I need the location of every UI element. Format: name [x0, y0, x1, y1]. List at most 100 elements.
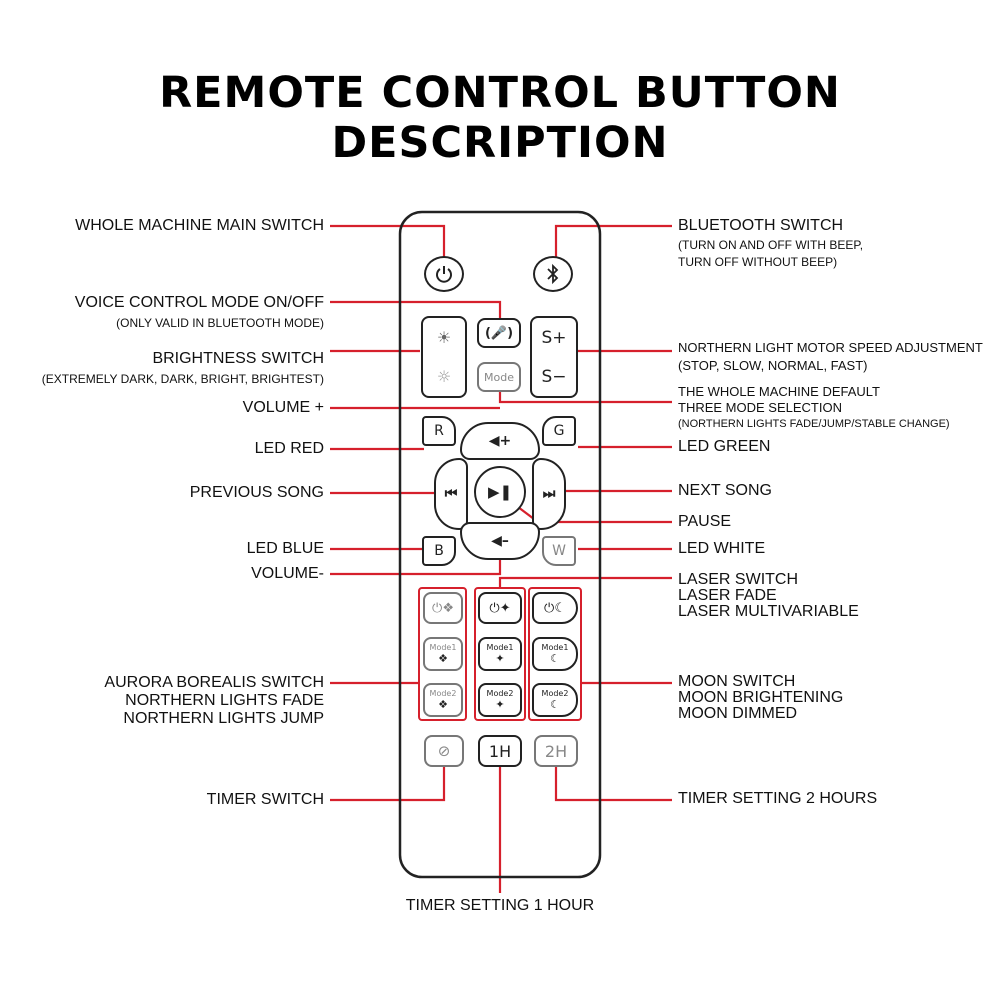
moon-mode1-label: Mode1	[541, 643, 569, 652]
label-led-red: LED RED	[254, 440, 324, 457]
label-motor-speed-note: (STOP, SLOW, NORMAL, FAST)	[678, 358, 868, 373]
led-blue-button[interactable]: B	[422, 536, 456, 566]
timer-off-button[interactable]: ⊘	[424, 735, 464, 767]
moon-switch-button[interactable]: ⏻☾	[532, 592, 578, 624]
volume-down-button[interactable]: ◀–	[460, 522, 540, 560]
moon-mode1-button[interactable]: Mode1 ☾	[532, 637, 578, 671]
led-green-label: G	[553, 423, 565, 439]
label-led-blue: LED BLUE	[246, 540, 324, 557]
diagram-title: REMOTE CONTROL BUTTON DESCRIPTION	[159, 68, 841, 168]
bluetooth-button[interactable]	[533, 256, 573, 292]
label-bluetooth-note-1: (TURN ON AND OFF WITH BEEP,	[678, 238, 864, 252]
label-default-mode-note: (NORTHERN LIGHTS FADE/JUMP/STABLE CHANGE…	[678, 418, 950, 430]
laser-mode2-label: Mode2	[486, 689, 514, 698]
label-next-song: NEXT SONG	[678, 482, 772, 499]
label-moon-switch: MOON SWITCH	[678, 673, 796, 690]
moon-mode2-label: Mode2	[541, 689, 569, 698]
microphone-icon: (🎤)	[484, 325, 514, 341]
speed-adjust-button[interactable]: S+ S−	[530, 316, 578, 398]
led-blue-label: B	[434, 543, 444, 559]
label-timer-switch: TIMER SWITCH	[206, 791, 324, 808]
timer-1h-button[interactable]: 1H	[478, 735, 522, 767]
volume-up-button[interactable]: ◀+	[460, 422, 540, 460]
timer-off-icon: ⊘	[437, 742, 451, 760]
label-laser-switch: LASER SWITCH	[678, 571, 799, 588]
label-led-white: LED WHITE	[678, 540, 766, 557]
moon-mode2-button[interactable]: Mode2 ☾	[532, 683, 578, 717]
mode-button[interactable]: Mode	[477, 362, 521, 392]
line-timer-2h	[554, 767, 672, 802]
bluetooth-icon	[547, 263, 559, 285]
laser-mode1-label: Mode1	[486, 643, 514, 652]
aurora-icon: ❖	[438, 652, 448, 665]
laser-star-icon: ✦	[495, 652, 505, 665]
label-bluetooth-note-2: TURN OFF WITHOUT BEEP)	[678, 255, 838, 269]
volume-up-icon: ◀+	[488, 433, 512, 449]
label-timer-1h: TIMER SETTING 1 HOUR	[405, 897, 595, 914]
line-mode	[498, 386, 672, 404]
line-volume-minus	[330, 553, 502, 576]
aurora-mode2-button[interactable]: Mode2 ❖	[423, 683, 463, 717]
label-default-mode-1: THE WHOLE MACHINE DEFAULT	[678, 384, 881, 399]
line-laser	[498, 576, 672, 587]
voice-button[interactable]: (🎤)	[477, 318, 521, 348]
aurora-icon: ⏻❖	[432, 600, 454, 616]
label-led-green: LED GREEN	[678, 438, 771, 455]
previous-button[interactable]: ⏮	[434, 458, 468, 530]
remote-body	[398, 210, 602, 879]
label-volume-plus: VOLUME +	[242, 399, 324, 416]
label-moon-brightening: MOON BRIGHTENING	[678, 689, 844, 706]
moon-group-box	[528, 587, 582, 721]
moon-icon: ⏻☾	[544, 600, 566, 616]
led-red-button[interactable]: R	[422, 416, 456, 446]
laser-mode2-button[interactable]: Mode2 ✦	[478, 683, 522, 717]
laser-switch-button[interactable]: ⏻✦	[478, 592, 522, 624]
led-red-label: R	[434, 423, 444, 439]
speed-down-label: S−	[541, 366, 567, 387]
brightness-button[interactable]: ☀ ☼	[421, 316, 467, 398]
sun-bright-icon: ☀	[436, 328, 452, 347]
volume-down-icon: ◀–	[491, 533, 509, 549]
led-white-label: W	[552, 543, 566, 559]
label-brightness-note: (EXTREMELY DARK, DARK, BRIGHT, BRIGHTEST…	[41, 372, 324, 386]
laser-star-icon: ✦	[495, 698, 505, 711]
label-main-switch: WHOLE MACHINE MAIN SWITCH	[75, 217, 324, 234]
moon-icon: ☾	[550, 698, 560, 711]
aurora-switch-button[interactable]: ⏻❖	[423, 592, 463, 624]
previous-icon: ⏮	[444, 486, 458, 502]
power-icon	[436, 266, 452, 283]
label-motor-speed: NORTHERN LIGHT MOTOR SPEED ADJUSTMENT	[678, 340, 983, 355]
label-previous-song: PREVIOUS SONG	[189, 484, 324, 501]
label-laser-multivariable: LASER MULTIVARIABLE	[678, 603, 859, 620]
mode-button-label: Mode	[484, 370, 514, 384]
aurora-mode1-button[interactable]: Mode1 ❖	[423, 637, 463, 671]
play-pause-button[interactable]: ▶❚	[474, 466, 526, 518]
timer-1h-label: 1H	[488, 741, 512, 761]
timer-2h-button[interactable]: 2H	[534, 735, 578, 767]
label-volume-minus: VOLUME-	[251, 565, 324, 582]
aurora-mode2-label: Mode2	[429, 689, 457, 698]
label-default-mode-2: THREE MODE SELECTION	[678, 400, 842, 415]
next-icon: ⏭	[542, 486, 556, 502]
led-white-button[interactable]: W	[542, 536, 576, 566]
play-pause-icon: ▶❚	[487, 483, 513, 501]
line-voice	[330, 300, 502, 318]
label-timer-2h: TIMER SETTING 2 HOURS	[678, 790, 878, 807]
speed-up-label: S+	[541, 327, 567, 348]
timer-2h-label: 2H	[544, 741, 568, 761]
next-button[interactable]: ⏭	[532, 458, 566, 530]
line-bluetooth	[554, 224, 672, 258]
label-pause: PAUSE	[678, 513, 732, 530]
moon-icon: ☾	[550, 652, 560, 665]
led-green-button[interactable]: G	[542, 416, 576, 446]
aurora-group-box	[418, 587, 467, 721]
label-northern-jump: NORTHERN LIGHTS JUMP	[123, 710, 324, 727]
sun-dim-icon: ☼	[436, 367, 452, 386]
laser-star-icon: ⏻✦	[489, 600, 511, 616]
label-aurora-switch: AURORA BOREALIS SWITCH	[104, 674, 324, 691]
laser-mode1-button[interactable]: Mode1 ✦	[478, 637, 522, 671]
aurora-mode1-label: Mode1	[429, 643, 457, 652]
power-button[interactable]	[424, 256, 464, 292]
label-voice-control-note: (ONLY VALID IN BLUETOOTH MODE)	[116, 316, 324, 330]
